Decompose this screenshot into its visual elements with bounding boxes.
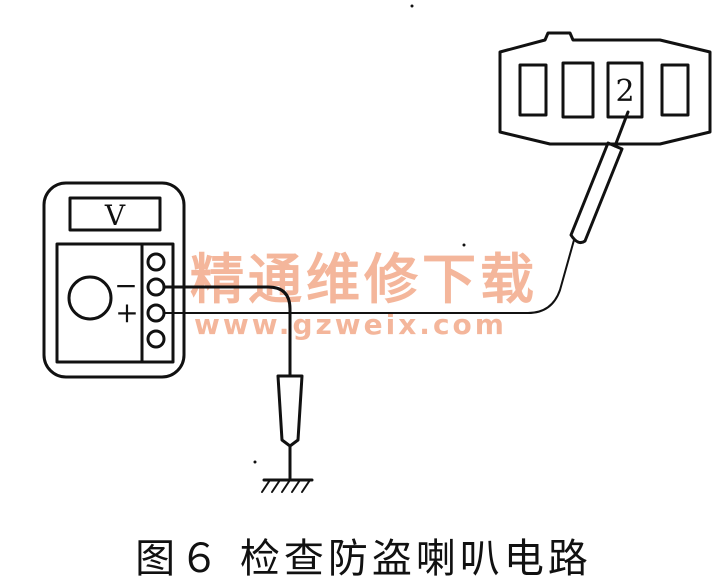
input-jack-3 [146, 303, 166, 323]
ground-symbol [261, 478, 314, 493]
multimeter-body [42, 181, 186, 379]
connector-cavity-4 [660, 63, 690, 117]
ground-probe-body [276, 374, 304, 448]
figure-caption: 图６ 检查防盗喇叭电路 [135, 536, 592, 582]
connector-cavity-1 [518, 63, 548, 117]
connector-cavity-2 [561, 61, 595, 119]
terminal-minus-label: − [114, 269, 137, 302]
watermark: 精通维修下载 www.gzweix.com [190, 248, 538, 341]
dial-knob [67, 275, 113, 321]
meter-display-label: V [104, 199, 126, 232]
input-jack-1 [146, 252, 166, 272]
multimeter-display [68, 196, 162, 232]
multimeter: V − + [42, 181, 186, 379]
signal-wire [164, 239, 575, 314]
input-jack-2 [146, 277, 166, 297]
connector-probe [569, 110, 630, 244]
horn-connector: 2 [498, 31, 712, 146]
connector-probe-body [569, 141, 624, 244]
ground-wire [163, 285, 292, 378]
ground-probe [276, 374, 304, 480]
connector-pin-label: 2 [615, 74, 634, 109]
terminal-plus-label: + [115, 296, 138, 329]
watermark-site-name: 精通维修下载 [190, 248, 538, 311]
scan-speck [410, 4, 414, 8]
scan-speck [253, 460, 257, 464]
connector-cavity-3 [606, 61, 644, 119]
multimeter-panel [55, 242, 175, 364]
connector-housing [498, 31, 712, 146]
scan-speck [462, 243, 466, 247]
input-jack-4 [146, 329, 166, 349]
